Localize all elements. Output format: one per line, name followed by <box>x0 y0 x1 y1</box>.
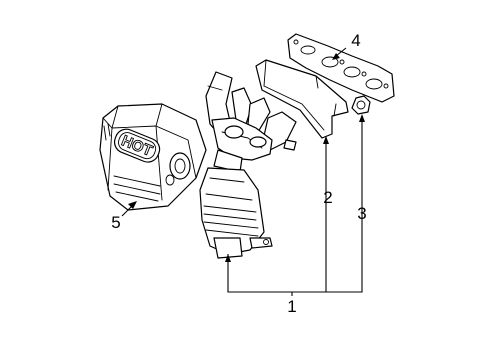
manifold-nut <box>351 95 371 115</box>
callout-1: 1 <box>287 297 296 316</box>
callout-2: 2 <box>323 188 332 207</box>
callout-5: 5 <box>111 213 120 232</box>
callout-3: 3 <box>357 204 366 223</box>
callout-labels: 1 2 3 4 5 <box>111 31 366 316</box>
heat-shield-mount-boss <box>165 152 191 186</box>
manifold-heat-shield-bracket <box>255 59 349 139</box>
callout-4: 4 <box>351 31 360 50</box>
leader-lines <box>121 47 365 296</box>
heat-shield: HOT <box>99 103 207 211</box>
manifold-gasket <box>287 33 395 103</box>
exhaust-manifold-with-converter <box>199 71 297 259</box>
manifold-stud <box>283 139 297 151</box>
